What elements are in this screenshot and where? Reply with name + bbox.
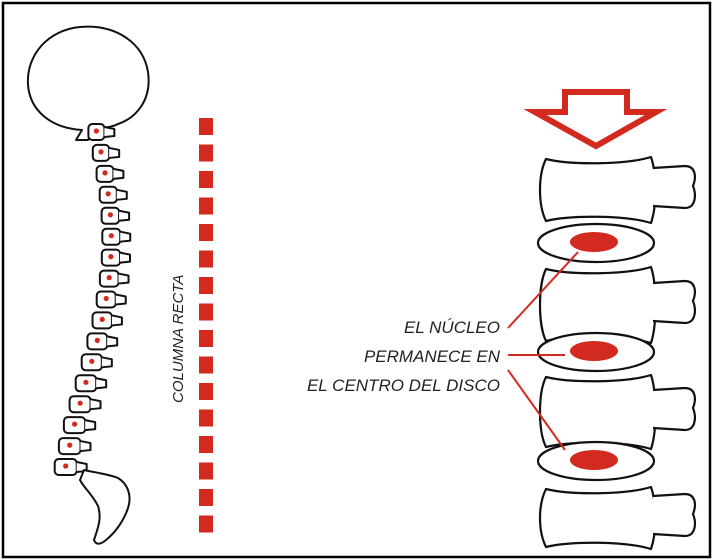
nucleus-dot [83, 380, 88, 385]
vertebra-process [653, 281, 695, 323]
sacrum [80, 470, 130, 544]
spinous-process [117, 190, 127, 200]
nucleus-dot [72, 422, 77, 427]
red-dash [199, 171, 213, 188]
red-dash [199, 357, 213, 374]
vertebrae-stack [538, 157, 695, 549]
nucleus-dot [107, 275, 112, 280]
disc-nucleus [570, 341, 618, 361]
disc-nucleus [570, 450, 618, 470]
red-dash [199, 304, 213, 321]
vertebra-process [653, 494, 695, 536]
spinous-process [107, 336, 117, 346]
red-dash [199, 463, 213, 480]
spine-side-view [28, 27, 149, 544]
nucleus-dot [67, 443, 72, 448]
red-dash [199, 516, 213, 533]
spinous-process [104, 127, 114, 137]
vertebra-process [653, 388, 695, 430]
red-dash [199, 224, 213, 241]
disc-nucleus [570, 232, 618, 252]
spinous-process [113, 169, 123, 179]
annotation-text: EL NÚCLEO PERMANECE EN EL CENTRO DEL DIS… [307, 318, 501, 395]
down-arrow-icon [535, 92, 656, 146]
red-dash [199, 489, 213, 506]
annotation-line-3: EL CENTRO DEL DISCO [307, 376, 500, 395]
nucleus-dot [108, 212, 113, 217]
red-dash [199, 145, 213, 162]
spinous-process [120, 253, 130, 263]
spinous-process [85, 420, 95, 430]
nucleus-dot [95, 338, 100, 343]
nucleus-dot [104, 296, 109, 301]
red-dash [199, 410, 213, 427]
vertical-label: COLUMNA RECTA [170, 275, 187, 403]
vertebra [540, 487, 656, 549]
spinous-process [116, 295, 126, 305]
red-dash [199, 330, 213, 347]
spinous-process [118, 274, 128, 284]
red-dash [199, 277, 213, 294]
spinous-process [96, 378, 106, 388]
annotation-line-1: EL NÚCLEO [404, 318, 500, 337]
red-dash [199, 383, 213, 400]
vertebra [540, 267, 656, 343]
vertebra-process [653, 166, 695, 208]
nucleus-dot [78, 401, 83, 406]
nucleus-dot [100, 317, 105, 322]
nucleus-dot [63, 463, 68, 468]
red-dash [199, 118, 213, 135]
spinous-process [109, 148, 119, 158]
skull [28, 27, 149, 140]
spinous-process [80, 441, 90, 451]
nucleus-dot [108, 254, 113, 259]
red-dash [199, 198, 213, 215]
spinous-process [112, 315, 122, 325]
nucleus-dot [89, 359, 94, 364]
annotation-line-2: PERMANECE EN [364, 347, 501, 366]
nucleus-dot [98, 149, 103, 154]
red-dash [199, 251, 213, 268]
nucleus-dot [109, 233, 114, 238]
spinous-process [119, 211, 129, 221]
vertebrae-column [55, 124, 131, 475]
nucleus-dot [106, 191, 111, 196]
spinous-process [102, 357, 112, 367]
spinous-process [91, 399, 101, 409]
nucleus-dot [94, 128, 99, 133]
vertebra [540, 157, 656, 223]
spinous-process [120, 232, 130, 242]
nucleus-dot [102, 170, 107, 175]
red-dash [199, 436, 213, 453]
straight-column-line [199, 118, 213, 533]
